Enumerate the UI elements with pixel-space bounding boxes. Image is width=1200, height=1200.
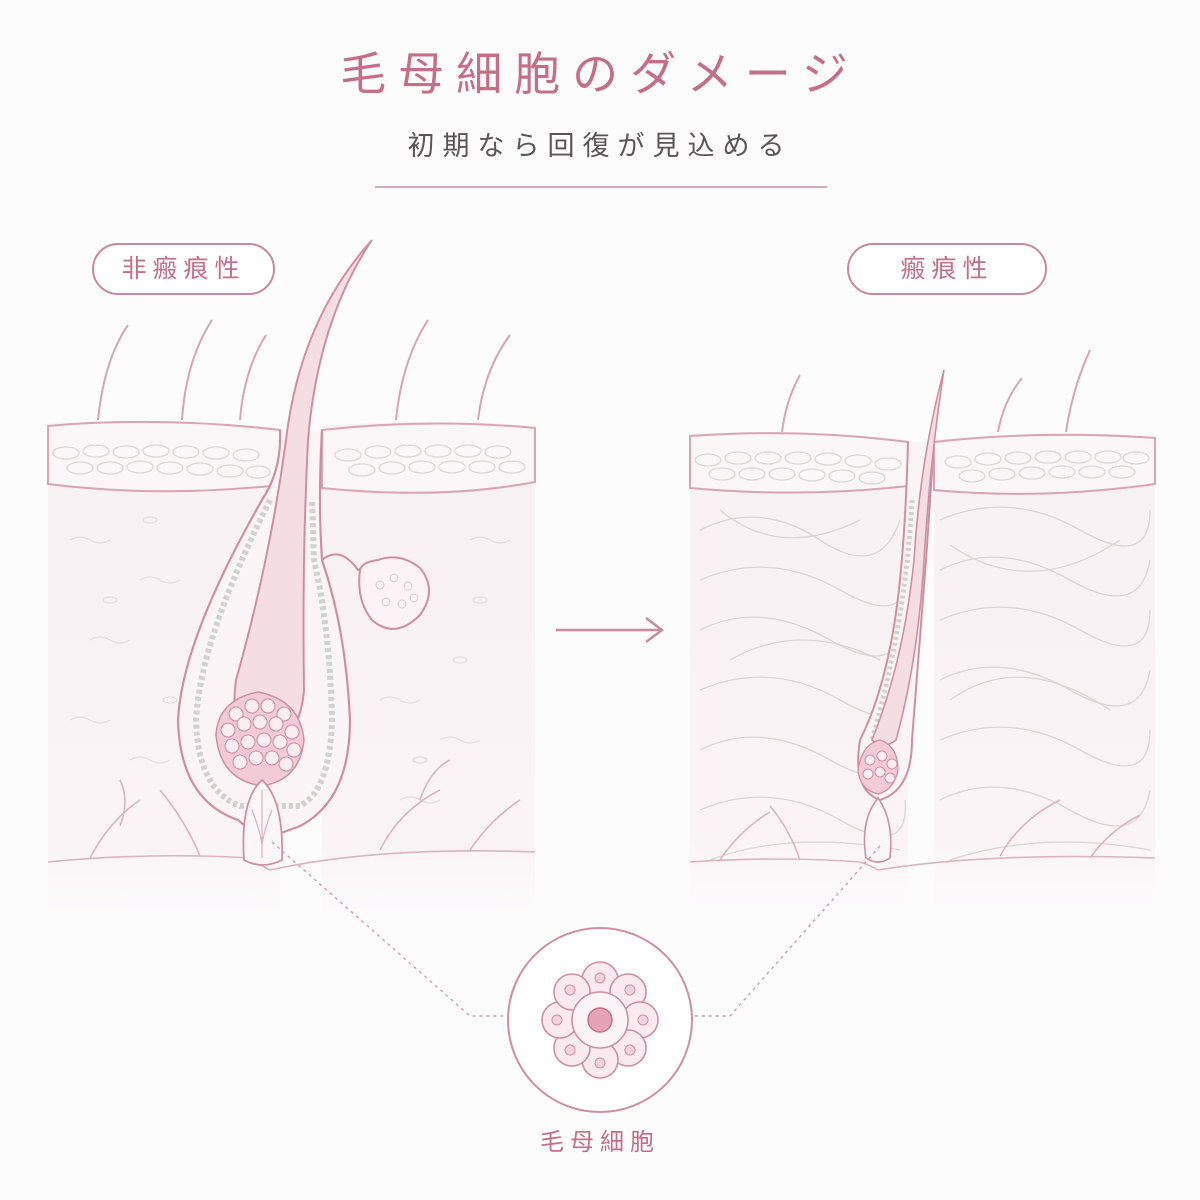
dermal-papilla xyxy=(242,778,284,866)
epidermis-cells xyxy=(52,444,526,479)
dermis-left-scar xyxy=(690,432,908,912)
surface-hairs-right xyxy=(781,349,1091,433)
sebaceous-cells xyxy=(375,573,419,609)
transition-arrow xyxy=(556,616,665,644)
non-scarring-label: 非瘢痕性 xyxy=(92,243,275,295)
diagram-title: 毛母細胞のダメージ xyxy=(340,47,860,101)
epidermis-right xyxy=(321,422,536,494)
epidermis-cells-scar xyxy=(694,450,1150,485)
follicle-cell-layer xyxy=(192,498,336,809)
dermis-right xyxy=(322,422,535,920)
non-scarring-skin-section xyxy=(47,239,536,920)
scarring-skin-section xyxy=(689,349,1156,912)
title-divider xyxy=(375,186,827,188)
reduced-matrix-cells xyxy=(862,750,898,784)
epidermis-left xyxy=(47,420,281,493)
dermis-right-scar xyxy=(934,433,1155,912)
hair-matrix-cell-closeup xyxy=(507,927,693,1113)
surface-hairs xyxy=(97,319,511,421)
blood-vessels-right xyxy=(689,799,1156,871)
sebaceous-gland xyxy=(358,556,430,630)
diagram-subtitle: 初期なら回復が見込める xyxy=(407,131,793,162)
callout-lines xyxy=(271,841,881,1017)
blood-vessels-left xyxy=(47,759,536,871)
dermis-texture xyxy=(69,516,511,804)
matrix-cells xyxy=(220,698,302,772)
hair-matrix-cell-caption: 毛母細胞 xyxy=(540,1128,660,1156)
epidermis-right-scar xyxy=(933,433,1156,495)
scarring-label: 瘢痕性 xyxy=(847,243,1047,295)
dermal-papilla-scar xyxy=(863,796,892,863)
